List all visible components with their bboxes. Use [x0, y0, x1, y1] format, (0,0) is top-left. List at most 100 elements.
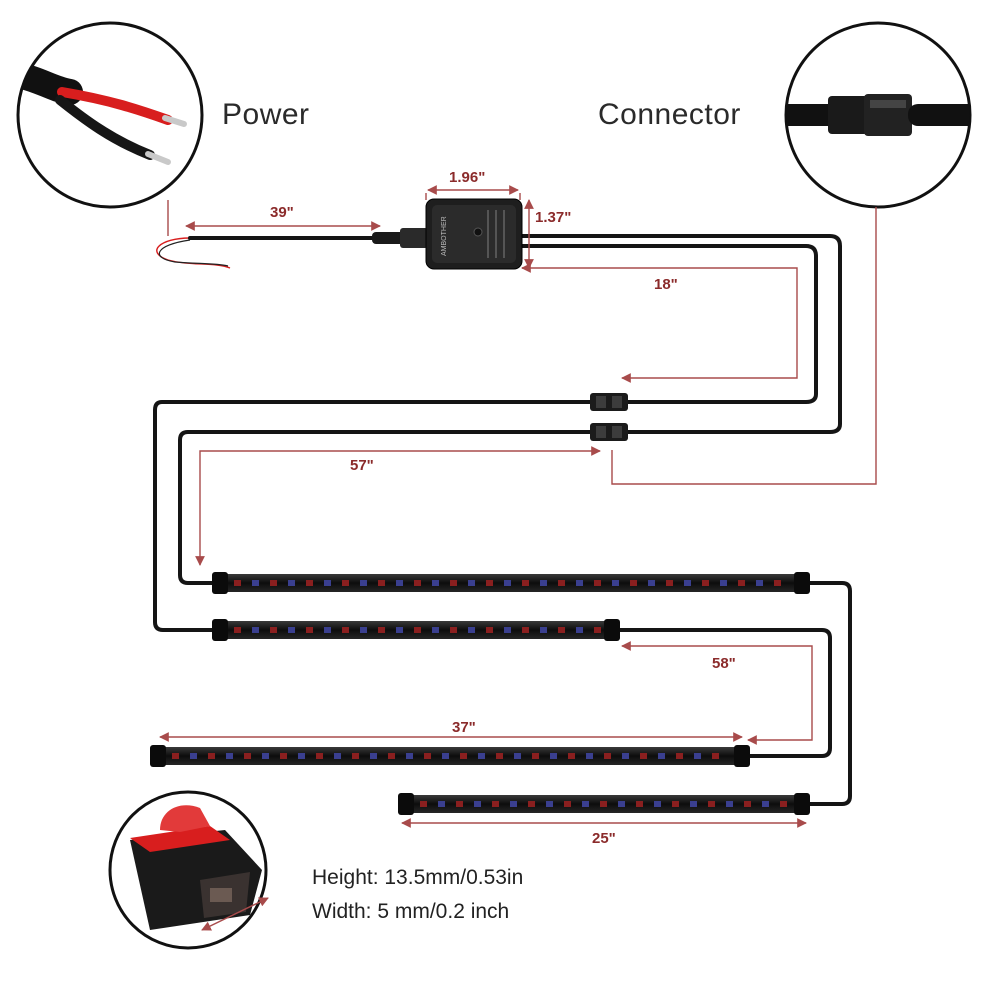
led-chip: [306, 627, 313, 633]
led-strip-upper-b: [212, 619, 620, 641]
led-chip: [352, 753, 359, 759]
led-chip: [468, 627, 475, 633]
led-chip: [532, 753, 539, 759]
led-chip: [712, 753, 719, 759]
led-chip: [396, 580, 403, 586]
cable-strip-a-to-25: [804, 581, 852, 806]
controller-box: AMBOTHER: [372, 198, 523, 270]
led-chip: [654, 801, 661, 807]
led-chip: [780, 801, 787, 807]
led-chip: [630, 580, 637, 586]
led-strip-upper-a: [212, 572, 810, 594]
led-chip: [438, 801, 445, 807]
led-strip-37: [150, 745, 750, 767]
led-chip: [510, 801, 517, 807]
led-chip: [540, 627, 547, 633]
led-chip: [640, 753, 647, 759]
strip-end-cap: [212, 619, 228, 641]
led-chip: [378, 627, 385, 633]
led-strip-25: [398, 793, 810, 815]
led-chip: [540, 580, 547, 586]
led-chip: [334, 753, 341, 759]
led-chip: [726, 801, 733, 807]
led-chip: [496, 753, 503, 759]
led-chip: [252, 627, 259, 633]
led-chip: [324, 580, 331, 586]
led-chip: [262, 753, 269, 759]
led-chip: [648, 580, 655, 586]
led-chip: [558, 580, 565, 586]
led-chip: [316, 753, 323, 759]
power-label: Power: [222, 98, 310, 131]
led-chip: [756, 580, 763, 586]
connector-callout-line: [611, 207, 877, 485]
led-chip: [442, 753, 449, 759]
dim-power-cable: 39": [270, 204, 294, 221]
led-chip: [550, 753, 557, 759]
led-chip: [388, 753, 395, 759]
cable-to-strip-b: [153, 244, 818, 632]
led-chip: [378, 580, 385, 586]
led-chip: [672, 801, 679, 807]
led-chip: [468, 580, 475, 586]
led-chip: [270, 627, 277, 633]
led-chip: [370, 753, 377, 759]
led-chip: [432, 580, 439, 586]
led-chip: [636, 801, 643, 807]
led-chip: [684, 580, 691, 586]
led-chip: [492, 801, 499, 807]
led-chip: [360, 580, 367, 586]
dim-strip-25: 25": [592, 830, 616, 847]
power-inset: Power: [16, 21, 310, 209]
led-chip: [450, 627, 457, 633]
strip-end-cap: [794, 572, 810, 594]
led-chip: [420, 801, 427, 807]
led-chip: [558, 627, 565, 633]
led-chip: [474, 801, 481, 807]
strip-body: [152, 747, 748, 765]
led-chip: [288, 627, 295, 633]
led-chip: [414, 627, 421, 633]
led-chip: [486, 580, 493, 586]
led-chip: [172, 753, 179, 759]
led-chip: [234, 627, 241, 633]
inline-connector-upper: [590, 393, 628, 411]
led-chip: [424, 753, 431, 759]
dim-controller-height: 1.37": [535, 209, 571, 226]
strip-end-cap: [604, 619, 620, 641]
led-chip: [190, 753, 197, 759]
led-chip: [568, 753, 575, 759]
strip-end-cap: [212, 572, 228, 594]
led-chip: [694, 753, 701, 759]
led-strips: [150, 572, 810, 815]
led-chip: [708, 801, 715, 807]
led-chip: [586, 753, 593, 759]
dim-branch-cable: 18": [654, 276, 678, 293]
strip-end-cap: [734, 745, 750, 767]
tape-inset: [108, 790, 269, 950]
dimension-lines: [159, 185, 813, 828]
led-chip: [478, 753, 485, 759]
led-chip: [594, 580, 601, 586]
led-chip: [252, 580, 259, 586]
led-chip: [676, 753, 683, 759]
led-chip: [486, 627, 493, 633]
spec-height: Height: 13.5mm/0.53in: [312, 866, 524, 889]
led-chip: [324, 627, 331, 633]
led-chip: [576, 580, 583, 586]
cable-to-strip-a: [178, 234, 842, 585]
led-chip: [414, 580, 421, 586]
led-chip: [432, 627, 439, 633]
led-chip: [582, 801, 589, 807]
power-inset-frame: [16, 21, 204, 209]
led-chip: [280, 753, 287, 759]
led-chip: [504, 580, 511, 586]
led-chip: [288, 580, 295, 586]
led-chip: [342, 580, 349, 586]
led-chip: [576, 627, 583, 633]
cables: [153, 234, 852, 806]
led-chip: [522, 580, 529, 586]
led-chip: [406, 753, 413, 759]
